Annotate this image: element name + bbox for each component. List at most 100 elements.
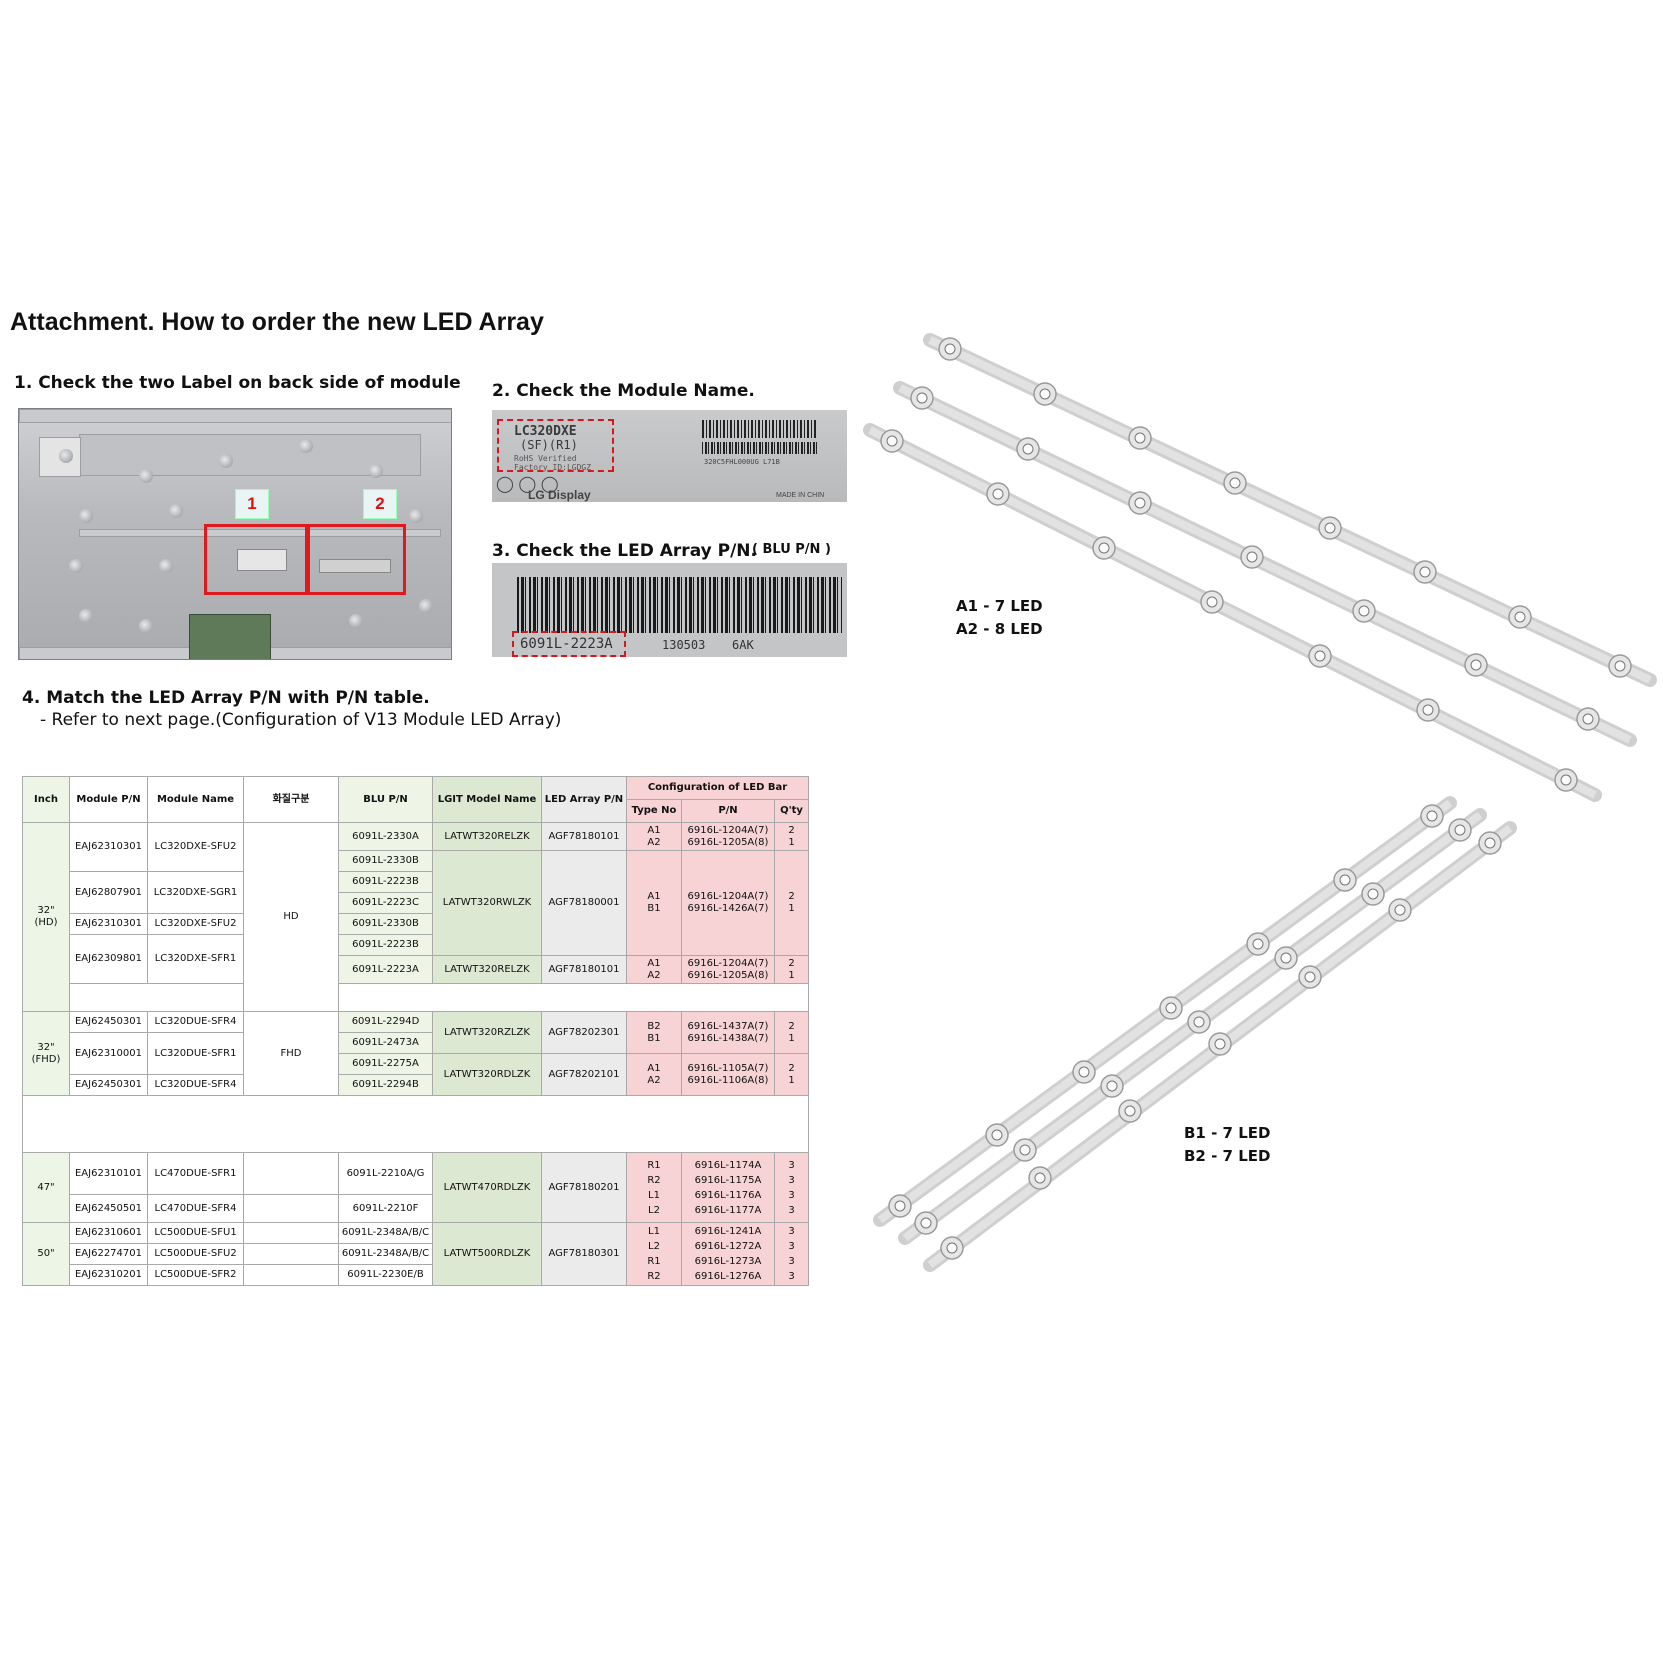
strip-a3 [863, 423, 1602, 802]
cell-led-pn: AGF78202101 [541, 1053, 627, 1096]
cell-led-pn: AGF78180101 [541, 822, 627, 851]
cell-qty: 3 3 3 3 [773, 1222, 810, 1286]
cell-bar-pn: 6916L-1437A(7) 6916L-1438A(7) [681, 1011, 775, 1054]
header-qty: Q'ty [773, 799, 810, 823]
cell-led-pn: AGF78180301 [541, 1222, 627, 1286]
cell-blu-pn: 6091L-2330B [338, 850, 433, 872]
led-label-a1: A1 - 7 LED [956, 597, 1043, 615]
cell-lgit: LATWT470RDLZK [432, 1152, 542, 1223]
cell-blu-pn: 6091L-2275A [338, 1053, 433, 1075]
cell-blu-pn: 6091L-2348A/B/C [338, 1243, 433, 1265]
cell-blu-pn: 6091L-2230E/B [338, 1264, 433, 1286]
led-strips-illustration [863, 333, 1657, 1272]
cell-module-pn: EAJ62450301 [69, 1074, 148, 1096]
step-1-heading: 1. Check the two Label on back side of m… [14, 373, 461, 393]
certification-icons: ◯ ◯ ◯ [496, 476, 559, 493]
led-label-b1: B1 - 7 LED [1184, 1124, 1271, 1142]
step-2-heading: 2. Check the Module Name. [492, 381, 755, 401]
led-array-pn: 6091L-2223A [520, 636, 613, 652]
cell-inch-32hd: 32" (HD) [22, 822, 70, 1012]
led-label-b2: B2 - 7 LED [1184, 1147, 1271, 1165]
led-pn-highlight [512, 631, 626, 657]
label-factory: Factory ID:LGDGZ [514, 463, 592, 472]
cell-module-name: LC320DXE-SFU2 [147, 822, 244, 872]
barcode-icon [517, 577, 842, 633]
step-4-heading: 4. Match the LED Array P/N with P/N tabl… [22, 688, 430, 708]
cell-led-pn: AGF78202301 [541, 1011, 627, 1054]
cell-module-pn: EAJ62310301 [69, 822, 148, 872]
cell-blu-pn: 6091L-2223B [338, 871, 433, 893]
cell-module-pn: EAJ62310301 [69, 913, 148, 935]
cell-inch-47: 47" [22, 1152, 70, 1223]
module-name-label-photo: LC320DXE (SF)(R1) RoHS Verified Factory … [492, 410, 847, 502]
header-class: 화질구분 [243, 776, 339, 823]
cell-module-pn: EAJ62310201 [69, 1264, 148, 1286]
module-name-highlight [497, 419, 614, 472]
header-blu-pn: BLU P/N [338, 776, 433, 823]
cell-inch-32fhd: 32" (FHD) [22, 1011, 70, 1096]
led-array-code: 6AK [732, 638, 754, 652]
cell-blu-pn: 6091L-2210F [338, 1194, 433, 1223]
cell-type-no: L1 L2 R1 R2 [626, 1222, 682, 1286]
header-type-no: Type No [626, 799, 682, 823]
header-module-pn: Module P/N [69, 776, 148, 823]
cell-module-name: LC470DUE-SFR1 [147, 1152, 244, 1195]
header-led-pn: LED Array P/N [541, 776, 627, 823]
header-inch: Inch [22, 776, 70, 823]
label-1-tag: 1 [235, 489, 269, 519]
label-2-tag: 2 [363, 489, 397, 519]
cell-module-pn: EAJ62274701 [69, 1243, 148, 1265]
cell-blu-pn: 6091L-2294D [338, 1011, 433, 1033]
cell-blu-pn: 6091L-2294B [338, 1074, 433, 1096]
cell-module-pn: EAJ62310101 [69, 1152, 148, 1195]
cell-module-pn: EAJ62310001 [69, 1032, 148, 1075]
pn-table: Inch Module P/N Module Name 화질구분 BLU P/N… [21, 776, 810, 1300]
cell-module-pn: EAJ62450301 [69, 1011, 148, 1033]
cell-bar-pn: 6916L-1204A(7) 6916L-1205A(8) [681, 955, 775, 984]
blu-pn-tag: ( BLU P/N ) [752, 542, 831, 557]
strip-b2 [898, 808, 1487, 1245]
cell-type-no: A1 A2 [626, 1053, 682, 1096]
step-4-subtext: - Refer to next page.(Configuration of V… [40, 710, 562, 730]
module-back-photo: 1 2 [18, 408, 452, 660]
strip-a2 [893, 381, 1637, 747]
cell-blu-pn: 6091L-2348A/B/C [338, 1222, 433, 1244]
cell-lgit: LATWT320RELZK [432, 822, 542, 851]
cell-qty: 2 1 [773, 822, 810, 851]
cell-bar-pn: 6916L-1204A(7) 6916L-1426A(7) [681, 850, 775, 956]
cell-module-name: LC500DUE-SFU1 [147, 1222, 244, 1244]
cell-lgit: LATWT320RZLZK [432, 1011, 542, 1054]
led-array-date: 130503 [662, 638, 706, 652]
cell-bar-pn: 6916L-1241A 6916L-1272A 6916L-1273A 6916… [681, 1222, 775, 1286]
cell-module-name: LC320DUE-SFR4 [147, 1074, 244, 1096]
header-lgit: LGIT Model Name [432, 776, 542, 823]
cell-led-pn: AGF78180201 [541, 1152, 627, 1223]
barcode-icon [702, 420, 817, 438]
cell-type-no: B2 B1 [626, 1011, 682, 1054]
cell-type-no: A1 A2 [626, 955, 682, 984]
cell-blu-pn: 6091L-2223B [338, 934, 433, 956]
cell-blu-pn: 6091L-2223A [338, 955, 433, 984]
cell-type-no: A1 B1 [626, 850, 682, 956]
cell-bar-pn: 6916L-1174A 6916L-1175A 6916L-1176A 6916… [681, 1152, 775, 1223]
cell-lgit: LATWT320RELZK [432, 955, 542, 984]
cell-module-name: LC320DXE-SFR1 [147, 934, 244, 984]
label-model: LC320DXE [514, 424, 577, 439]
label-made-in: MADE IN CHIN [776, 492, 825, 499]
led-label-a2: A2 - 8 LED [956, 620, 1043, 638]
cell-led-pn: AGF78180101 [541, 955, 627, 984]
barcode-small-icon [702, 442, 817, 454]
cell-blu-pn: 6091L-2330A [338, 822, 433, 851]
lg-display-logo: LG Display [528, 488, 591, 502]
cell-module-pn: EAJ62309801 [69, 934, 148, 984]
cell-module-name: LC470DUE-SFR4 [147, 1194, 244, 1223]
cell-bar-pn: 6916L-1105A(7) 6916L-1106A(8) [681, 1053, 775, 1096]
cell-module-pn: EAJ62807901 [69, 871, 148, 914]
cell-module-name: LC320DUE-SFR4 [147, 1011, 244, 1033]
cell-bar-pn: 6916L-1204A(7) 6916L-1205A(8) [681, 822, 775, 851]
cell-class-hd: HD [243, 822, 339, 1012]
cell-module-pn: EAJ62450501 [69, 1194, 148, 1223]
cell-blu-pn: 6091L-2473A [338, 1032, 433, 1054]
cell-lgit: LATWT320RDLZK [432, 1053, 542, 1096]
cell-lgit: LATWT500RDLZK [432, 1222, 542, 1286]
